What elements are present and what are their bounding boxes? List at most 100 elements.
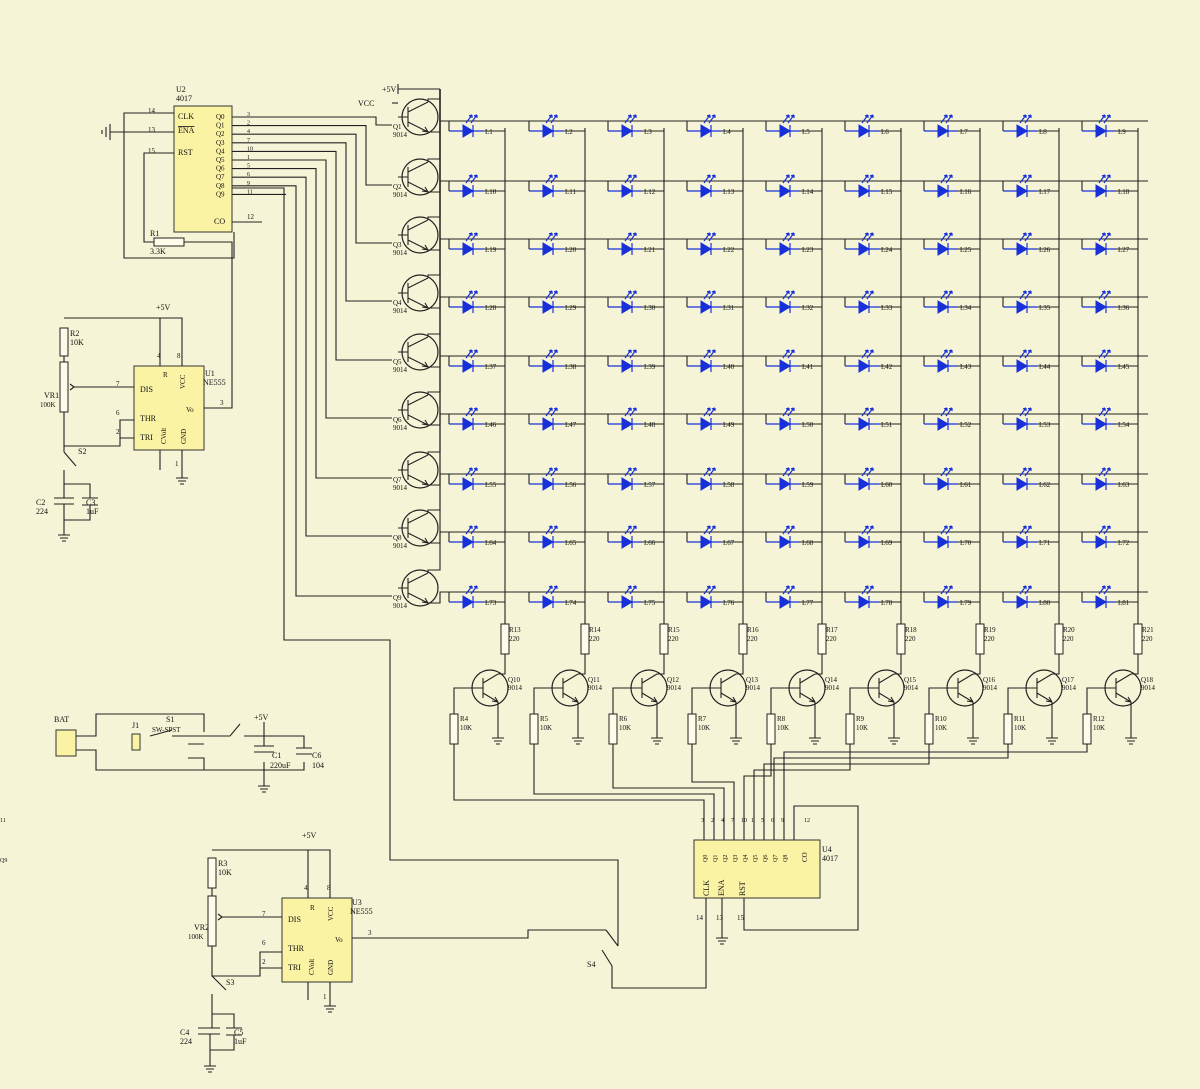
led-l76-leads xyxy=(687,585,721,608)
led-l1 xyxy=(462,124,474,138)
q17-type: 9014 xyxy=(1062,684,1077,692)
u2-pin-q9: Q9 xyxy=(216,190,225,198)
u4-num-4: 4 xyxy=(721,818,724,824)
led-l45-leads xyxy=(1082,349,1116,372)
led-l54-label: L54 xyxy=(1118,421,1130,429)
resistor-r21 xyxy=(1133,623,1143,655)
wire xyxy=(427,89,441,102)
led-l19 xyxy=(462,242,474,256)
r3-val: 10K xyxy=(218,868,232,877)
led-l73-label: L73 xyxy=(485,599,497,607)
led-l14 xyxy=(779,184,791,198)
u2-pin-rst: RST xyxy=(178,148,193,157)
led-l54 xyxy=(1095,417,1107,431)
led-l47-label: L47 xyxy=(565,421,577,429)
led-l5-leads xyxy=(766,114,800,137)
resistor-r2 xyxy=(59,327,69,357)
led-l10 xyxy=(462,184,474,198)
wire xyxy=(657,654,665,675)
led-l61-leads xyxy=(924,467,958,490)
led-l4 xyxy=(700,124,712,138)
r17-val: 220 xyxy=(826,635,837,643)
led-l70-label: L70 xyxy=(960,539,972,547)
u1-pin-cv: CVolt xyxy=(160,428,168,444)
wire xyxy=(612,687,625,714)
s4-ref: S4 xyxy=(587,960,595,969)
r12-val: 10K xyxy=(1093,724,1105,732)
led-l49-label: L49 xyxy=(723,421,735,429)
led-l9-leads xyxy=(1082,114,1116,137)
c4-ref: C4 xyxy=(180,1028,189,1037)
u3-num-8: 8 xyxy=(327,884,331,892)
wire xyxy=(770,687,783,714)
wire xyxy=(578,654,586,675)
u4-pin-q7: Q7 xyxy=(773,855,779,862)
r6-val: 10K xyxy=(619,724,631,732)
transistor-q3-type: 9014 xyxy=(393,249,408,257)
u4-pin-q2: Q2 xyxy=(723,855,729,862)
r14-ref: R14 xyxy=(589,626,601,634)
led-l26 xyxy=(1016,242,1028,256)
led-l21-label: L21 xyxy=(644,246,656,254)
led-l75-label: L75 xyxy=(644,599,656,607)
led-l63 xyxy=(1095,477,1107,491)
u2-pin-q5: Q5 xyxy=(216,156,225,164)
led-l14-leads xyxy=(766,174,800,197)
chip-u1: DIS THR TRI R VCC CVolt GND Vo U1 NE555 … xyxy=(116,352,226,468)
led-l68-label: L68 xyxy=(802,539,814,547)
led-l49-leads xyxy=(687,407,721,430)
u4-pin-q1: Q1 xyxy=(713,855,719,862)
resistor-r12 xyxy=(1082,713,1092,745)
led-l77-leads xyxy=(766,585,800,608)
led-l60-label: L60 xyxy=(881,481,893,489)
u4-pin-q8: Q8 xyxy=(783,855,789,862)
led-l55 xyxy=(462,477,474,491)
resistor-r20 xyxy=(1054,623,1064,655)
transistor-q5-ref: Q5 xyxy=(393,358,402,366)
led-l31-leads xyxy=(687,290,721,313)
led-l56-label: L56 xyxy=(565,481,577,489)
wire xyxy=(232,116,392,126)
u3-num-1: 1 xyxy=(323,993,327,1001)
r8-ref: R8 xyxy=(777,715,786,723)
led-l62 xyxy=(1016,477,1028,491)
led-l29-label: L29 xyxy=(565,304,577,312)
led-l43-label: L43 xyxy=(960,363,972,371)
u1-pin-gnd: GND xyxy=(180,429,188,444)
u2-pin-q7: Q7 xyxy=(216,173,225,181)
led-l57 xyxy=(621,477,633,491)
led-l72 xyxy=(1095,535,1107,549)
q15-type: 9014 xyxy=(904,684,919,692)
u1-pin-tri: TRI xyxy=(140,433,153,442)
led-l78-label: L78 xyxy=(881,599,893,607)
q18-ref: Q18 xyxy=(1141,676,1154,684)
led-l22-label: L22 xyxy=(723,246,735,254)
led-l33-label: L33 xyxy=(881,304,893,312)
u2-num-6: 6 xyxy=(247,172,250,178)
wire xyxy=(427,89,441,455)
c3-ref: C3 xyxy=(86,498,95,507)
u4-num-3: 3 xyxy=(701,818,704,824)
led-l45-label: L45 xyxy=(1118,363,1130,371)
led-l2-leads xyxy=(529,114,563,137)
u3-num-3: 3 xyxy=(368,929,372,937)
r3-ref: R3 xyxy=(218,859,227,868)
q12-ref: Q12 xyxy=(667,676,680,684)
led-l6-leads xyxy=(845,114,879,137)
wire xyxy=(232,159,392,419)
u2-num-4: 4 xyxy=(247,129,250,135)
transistor-q9-ref: Q9 xyxy=(393,594,402,602)
led-l75 xyxy=(621,595,633,609)
led-l21 xyxy=(621,242,633,256)
led-l79-leads xyxy=(924,585,958,608)
transistor-q1-ref: Q1 xyxy=(393,123,402,131)
r16-ref: R16 xyxy=(747,626,759,634)
transistor-q6-leads xyxy=(398,394,429,426)
led-l25-leads xyxy=(924,232,958,255)
led-l58-leads xyxy=(687,467,721,490)
led-l15 xyxy=(858,184,870,198)
led-l18-leads xyxy=(1082,174,1116,197)
led-l42 xyxy=(858,359,870,373)
vr1-val: 100K xyxy=(40,401,56,409)
led-l27-leads xyxy=(1082,232,1116,255)
